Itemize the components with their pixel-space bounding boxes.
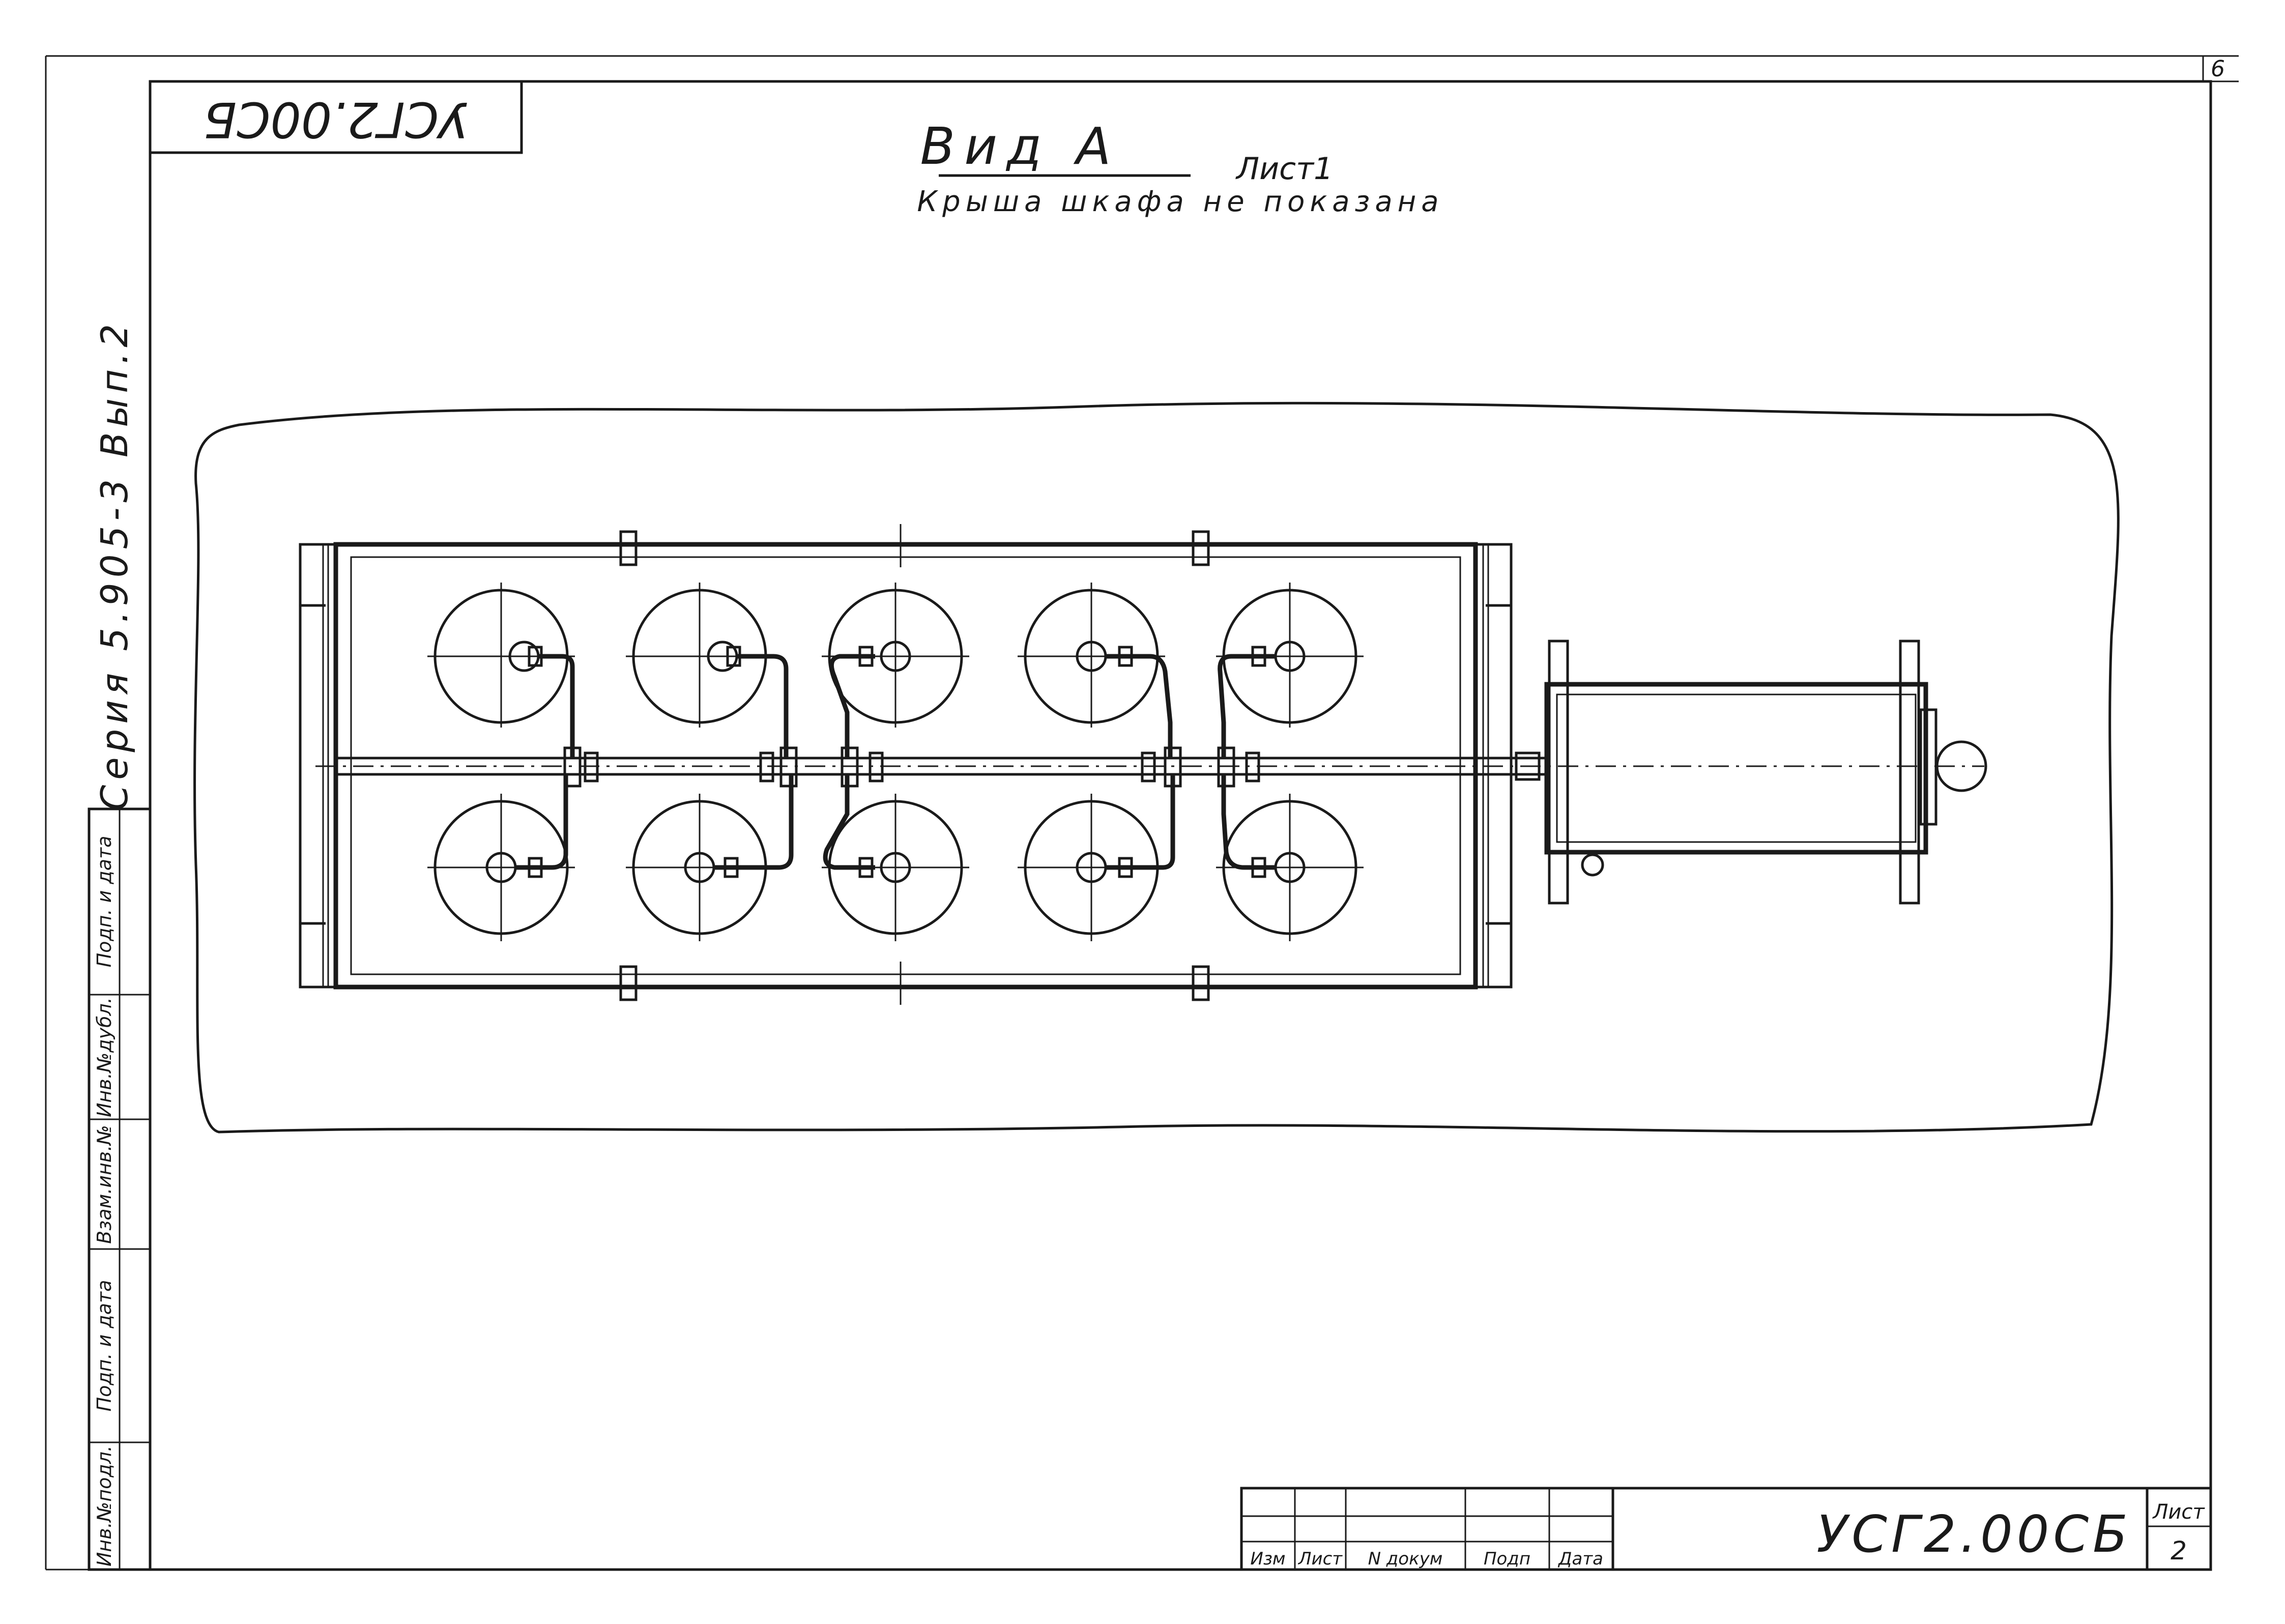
cylinder-bottom-5	[1216, 774, 1364, 941]
receiver	[1544, 640, 1987, 905]
cylinder-bottom-3	[822, 774, 969, 941]
cylinders	[427, 583, 1364, 941]
tb-col-1: Изм	[1250, 1549, 1285, 1569]
tb-col-5: Дата	[1557, 1549, 1603, 1569]
cylinder-top-2	[626, 583, 789, 758]
code-box-top: УСГ2.00СБ	[149, 80, 523, 154]
tb-col-3: N докум	[1368, 1549, 1443, 1569]
tb-sheet-label: Лист	[2152, 1500, 2205, 1524]
stamp-cell-2: Подп. и дата	[93, 1280, 115, 1412]
foundation-outline	[193, 401, 2120, 1134]
cylinder-bottom-4	[1018, 774, 1175, 941]
cylinder-top-4	[1018, 583, 1173, 758]
tb-code: УСГ2.00СБ	[1816, 1504, 2132, 1564]
stamp-cell-3: Взам.инв.№	[93, 1125, 115, 1244]
stamp-cell-4: Инв.№дубл.	[93, 997, 115, 1117]
view-title: Вид А	[920, 117, 1120, 176]
title-block: Изм Лист N докум Подп Дата УСГ2.00СБ Лис…	[1240, 1487, 2212, 1571]
view-note: Крыша шкафа не показана	[917, 185, 1443, 218]
corner-sheet-number: 6	[2211, 56, 2225, 82]
cylinder-top-1	[427, 583, 575, 758]
tb-sheet-value: 2	[2171, 1536, 2187, 1565]
series-label: Серия 5.905-3 Вып.2	[93, 319, 136, 810]
tb-col-4: Подп	[1484, 1549, 1530, 1569]
code-upside-down: УСГ2.00СБ	[204, 91, 468, 147]
stamp-cell-1: Инв.№подл.	[93, 1445, 115, 1567]
cylinder-bottom-1	[427, 774, 575, 941]
cylinder-top-3	[822, 583, 969, 758]
stamp-cell-5: Подп. и дата	[93, 836, 115, 968]
cylinder-top-5	[1216, 583, 1364, 758]
cylinder-bottom-2	[626, 774, 794, 941]
outer-frame	[45, 55, 2239, 1571]
view-sheet-label: Лист1	[1235, 151, 1333, 187]
pipe-valves	[563, 746, 1260, 788]
side-stamp: Инв.№подл. Подп. и дата Взам.инв.№ Инв.№…	[88, 807, 152, 1571]
tb-col-2: Лист	[1297, 1549, 1343, 1569]
